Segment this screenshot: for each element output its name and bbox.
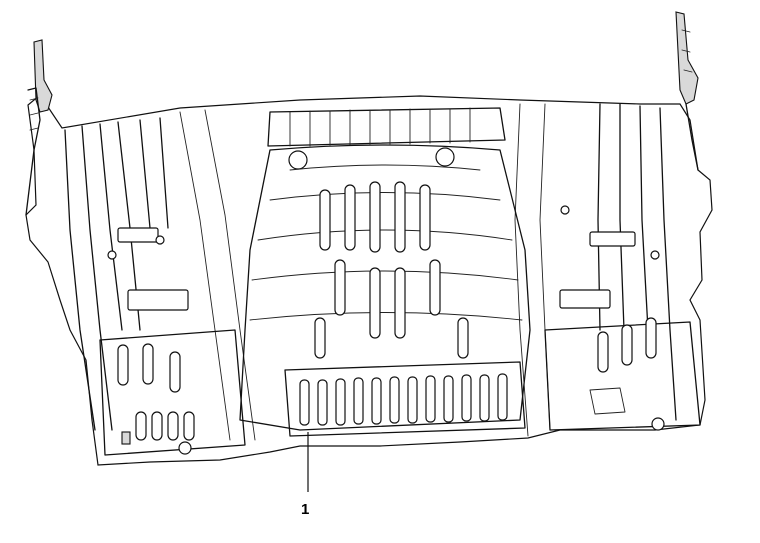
front-floor-ribs <box>284 361 526 437</box>
floor-panel-outline <box>25 94 713 466</box>
right-rear-bracket <box>675 11 699 171</box>
side-mounts <box>107 205 660 311</box>
callout-label: 1 <box>301 501 309 518</box>
rear-crossmember <box>267 107 506 170</box>
center-ribs <box>314 181 469 359</box>
callout-1: 1 <box>301 432 309 518</box>
central-tunnel <box>239 144 531 431</box>
left-rear-bracket <box>25 39 53 216</box>
right-footwell <box>544 317 701 431</box>
left-footwell <box>99 329 246 456</box>
